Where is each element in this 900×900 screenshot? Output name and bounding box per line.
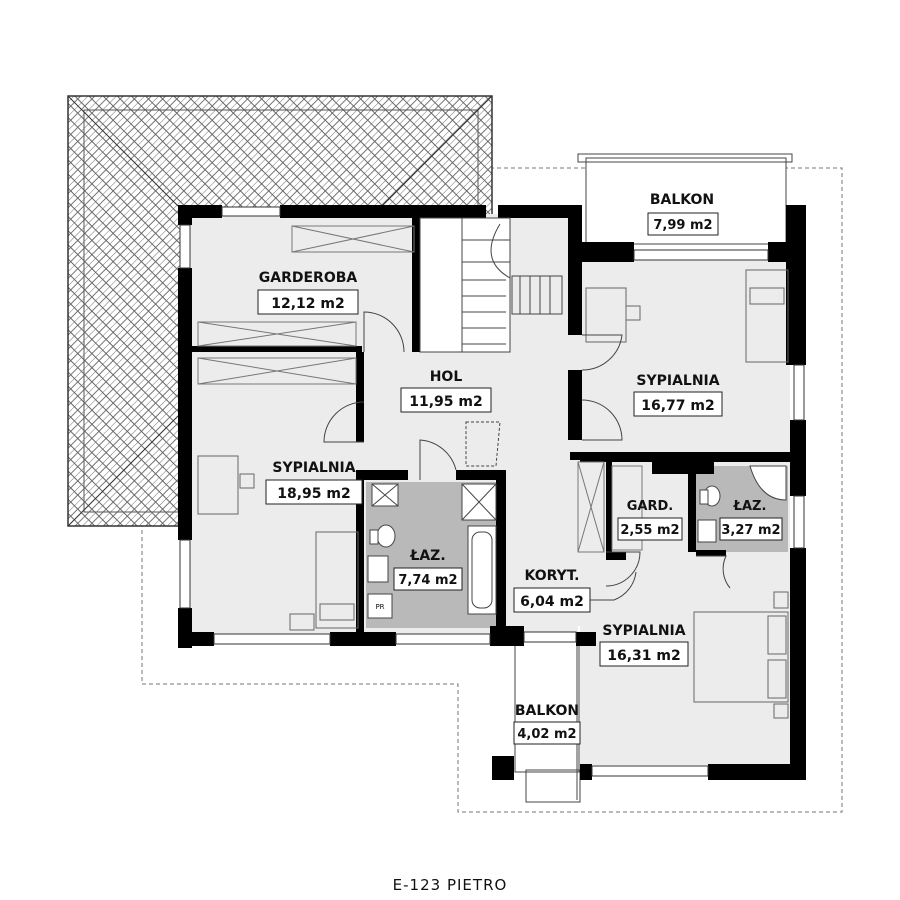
- wardrobes: [197, 225, 643, 553]
- room-area-lazienka-main: 7,74 m2: [398, 573, 457, 588]
- area-box-koryt: [513, 587, 591, 613]
- room-area-hol: 11,95 m2: [409, 394, 483, 410]
- room-area-koryt: 6,04 m2: [520, 594, 584, 610]
- room-name-lazienka-small: ŁAZ.: [733, 499, 767, 514]
- room-name-sypialnia-w: SYPIALNIA: [272, 460, 355, 476]
- staircase: [419, 217, 563, 353]
- area-box-garderoba: [257, 289, 359, 315]
- pr-label: PR: [375, 603, 384, 611]
- room-name-gard: GARD.: [627, 499, 673, 514]
- doors: [323, 311, 731, 601]
- furniture: [197, 269, 789, 719]
- windows: [179, 206, 805, 777]
- room-name-sypialnia-se: SYPIALNIA: [602, 623, 685, 639]
- area-box-gard: [617, 517, 683, 541]
- room-area-balkon-bottom: 4,02 m2: [517, 727, 576, 742]
- area-box-sypialnia-ne: [633, 391, 723, 417]
- walls: [178, 205, 806, 780]
- area-box-balkon-bottom: [513, 721, 581, 745]
- room-name-sypialnia-ne: SYPIALNIA: [636, 373, 719, 389]
- room-area-gard: 2,55 m2: [620, 523, 679, 538]
- room-name-koryt: KORYT.: [524, 568, 579, 584]
- room-area-sypialnia-ne: 16,77 m2: [641, 398, 715, 414]
- room-name-balkon-bottom: BALKON: [515, 703, 579, 719]
- area-box-sypialnia-se: [599, 641, 689, 667]
- area-box-balkon-top: [647, 212, 719, 236]
- room-area-sypialnia-w: 18,95 m2: [277, 486, 351, 502]
- area-box-lazienka-main: [393, 567, 463, 591]
- room-name-hol: HOL: [430, 369, 463, 385]
- room-name-lazienka-main: ŁAZ.: [409, 548, 445, 564]
- room-name-balkon-top: BALKON: [650, 192, 714, 208]
- room-area-sypialnia-se: 16,31 m2: [607, 648, 681, 664]
- plan-caption: E-123 PIETRO: [392, 876, 508, 894]
- sanitary: [367, 465, 787, 619]
- area-box-lazienka-small: [719, 517, 783, 541]
- area-box-hol: [400, 387, 492, 413]
- room-area-garderoba: 12,12 m2: [271, 296, 345, 312]
- area-box-sypialnia-w: [265, 479, 363, 505]
- room-labels: GARDEROBA 12,12 m2 HOL 11,95 m2 SYPIALNI…: [257, 192, 783, 745]
- ground-outline: [141, 167, 843, 813]
- room-area-lazienka-small: 3,27 m2: [721, 523, 780, 538]
- room-area-balkon-top: 7,99 m2: [653, 218, 712, 233]
- room-name-garderoba: GARDEROBA: [259, 270, 358, 286]
